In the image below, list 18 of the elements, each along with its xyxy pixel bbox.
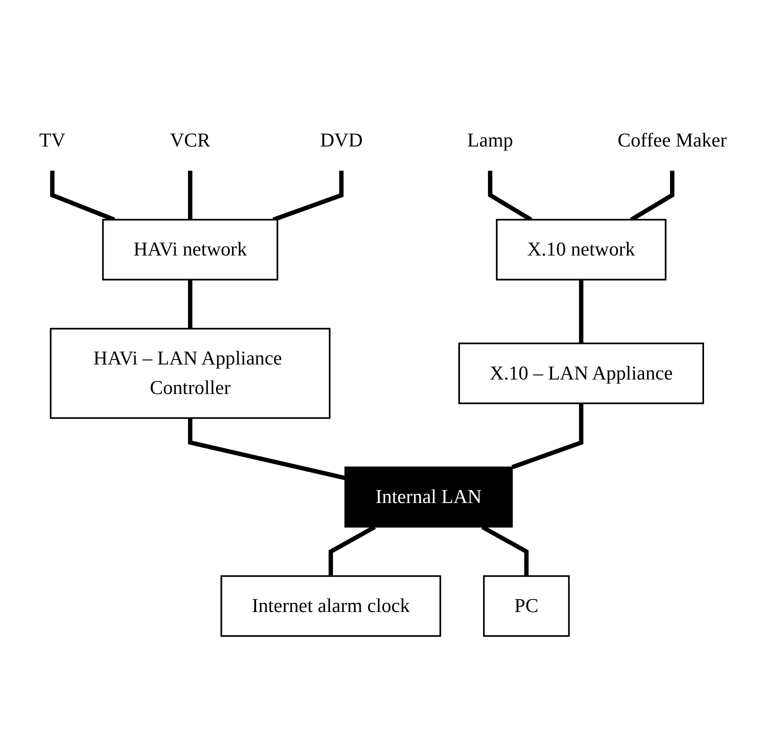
node-box: Internet alarm clock [220, 574, 442, 636]
connector [512, 402, 584, 469]
node-box: X.10 – LAN Appliance [458, 342, 704, 404]
node-box: HAVi – LAN Appliance Controller [50, 328, 330, 418]
node-text: VCR [170, 128, 210, 151]
node-box: Internal LAN [344, 466, 513, 528]
node-text: DVD [320, 128, 363, 151]
connector [188, 170, 192, 220]
node-text: Coffee Maker [618, 128, 727, 151]
node-box: X.10 network [496, 218, 666, 280]
connector [579, 279, 584, 344]
connector [272, 170, 344, 222]
node-box: PC [483, 574, 570, 636]
node-box: HAVi network [102, 218, 278, 280]
connector [188, 279, 192, 328]
connector [188, 418, 346, 480]
node-text: Lamp [467, 128, 514, 151]
node-text: TV [39, 128, 66, 151]
